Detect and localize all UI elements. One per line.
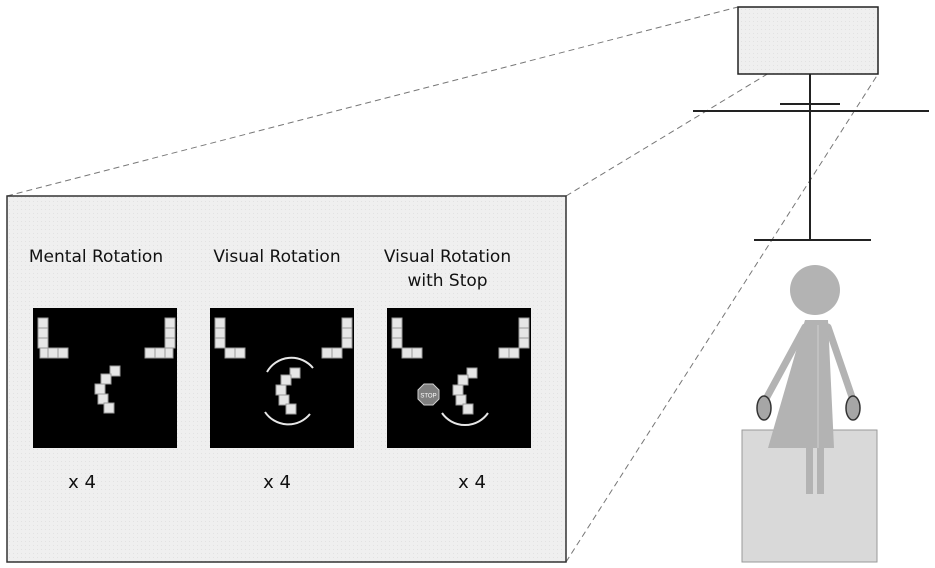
cube-figure-right-3: [498, 317, 530, 359]
projection-line-lower-right: [565, 73, 879, 563]
repeat-count-mental-rotation: x 4: [68, 472, 96, 493]
rotation-arrow-top: [266, 356, 314, 373]
repeat-count-visual-rotation: x 4: [263, 472, 291, 493]
person-leg-right: [817, 440, 824, 494]
person-head: [790, 265, 840, 315]
person-hand-left: [756, 395, 772, 421]
cube-figure-center-2: [275, 367, 301, 415]
person-hand-right: [845, 395, 861, 421]
panel-title-mental-rotation: Mental Rotation: [28, 247, 164, 267]
cube-figure-left-2: [214, 317, 246, 359]
cube-figure-center-3: [452, 367, 478, 415]
rotation-arrow-bottom: [264, 411, 311, 426]
panel-title-visual-rotation-stop: Visual Rotation with Stop: [383, 247, 512, 291]
person-arm-right: [824, 323, 856, 401]
cube-figure-right-2: [321, 317, 353, 359]
person-arm-left: [763, 323, 809, 401]
cube-figure-right: [144, 317, 176, 359]
repeat-count-visual-rotation-stop: x 4: [458, 472, 486, 493]
person-leg-left: [806, 440, 813, 494]
rotation-arrow-bottom-3: [441, 412, 489, 426]
projection-line-top: [6, 6, 739, 197]
cube-figure-left: [37, 317, 69, 359]
cube-figure-center: [94, 365, 121, 414]
monitor: [737, 6, 879, 75]
stop-sign-label: STOP: [420, 394, 436, 400]
cube-figure-left-3: [391, 317, 423, 359]
panel-title-visual-rotation: Visual Rotation: [213, 247, 341, 267]
person-figure: [756, 265, 861, 494]
stop-sign-icon: [417, 383, 440, 406]
